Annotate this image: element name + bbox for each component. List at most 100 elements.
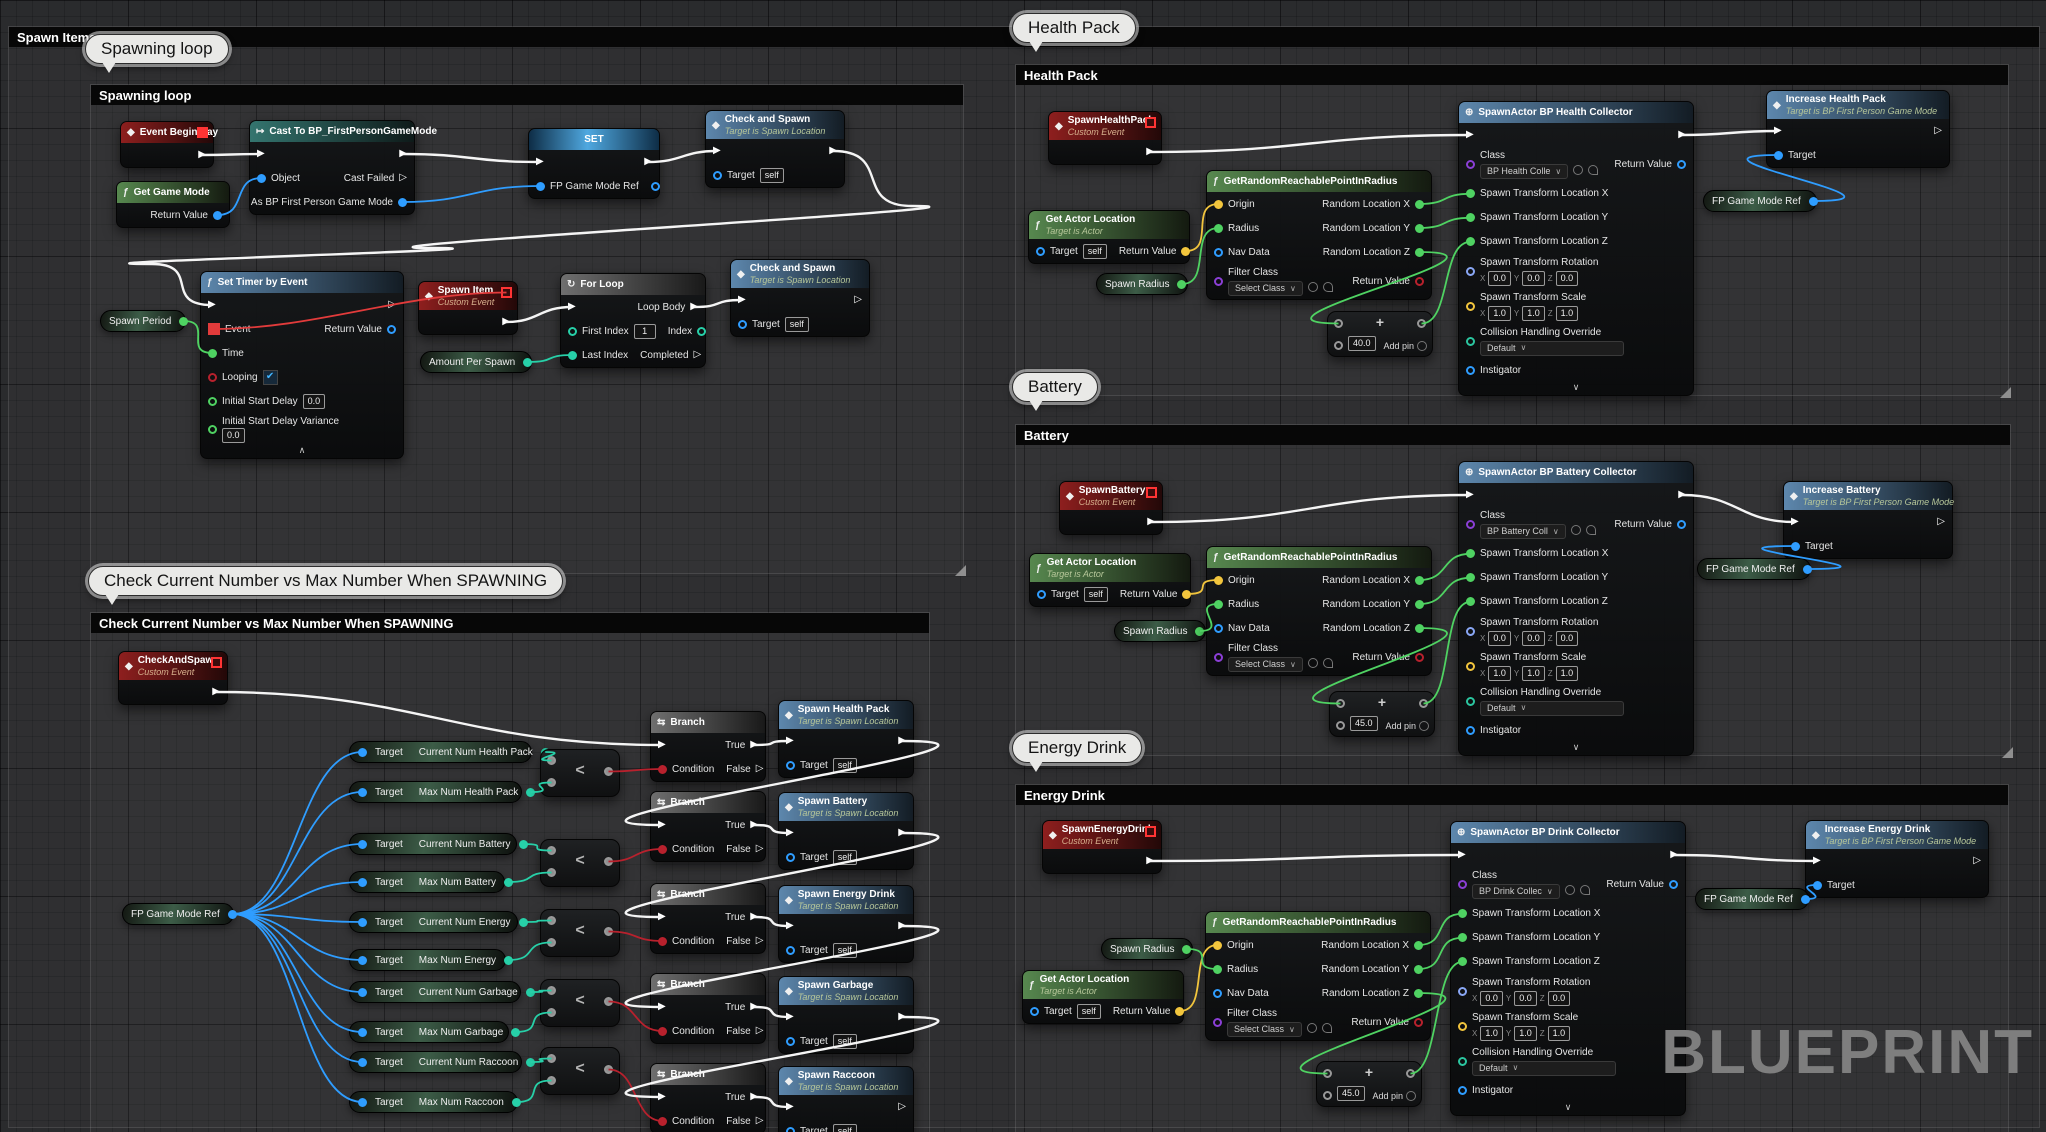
true-pin[interactable]: ▶ <box>750 1091 758 1102</box>
exec-pin[interactable]: ▷ <box>854 294 862 305</box>
add-node[interactable]: 40.0+Add pin <box>1327 311 1433 357</box>
spawn-radius-pin[interactable] <box>1182 944 1192 954</box>
exec-pin[interactable]: ▶ <box>658 819 666 830</box>
target-pin[interactable] <box>1030 1006 1039 1016</box>
variable-spawn-radius[interactable]: Spawn Radius <box>1096 273 1188 295</box>
target-pin[interactable] <box>358 1027 367 1037</box>
true-pin[interactable]: ▶ <box>750 1001 758 1012</box>
variable-spawn-radius[interactable]: Spawn Radius <box>1114 620 1206 642</box>
fp-game-mode-ref-pin[interactable] <box>227 909 237 919</box>
completed-pin[interactable]: ▷ <box>693 349 702 360</box>
use-selected-icon[interactable] <box>1570 525 1581 536</box>
target-pin[interactable] <box>1037 589 1046 599</box>
variable-fp-game-mode-ref[interactable]: FP Game Mode Ref <box>122 903 237 925</box>
class-pin[interactable] <box>1466 159 1475 169</box>
exec-pin[interactable]: ▶ <box>658 911 666 922</box>
random-location-z-pin[interactable] <box>1415 623 1424 633</box>
fp-game-mode-ref-pin[interactable] <box>536 181 545 191</box>
bubble-check-current-number-vs-max-number-when-spawning[interactable]: Check Current Number vs Max Number When … <box>88 566 564 605</box>
value-box[interactable]: 45.0 <box>1337 1086 1365 1101</box>
less-than-node[interactable]: < <box>540 979 620 1027</box>
delegate-output-pin[interactable] <box>211 657 222 668</box>
exec-pin[interactable]: ▷ <box>1937 516 1945 527</box>
exec-pin[interactable]: ▶ <box>198 149 206 160</box>
value-box[interactable]: 45.0 <box>1350 716 1378 731</box>
instigator-pin[interactable] <box>1458 1086 1467 1096</box>
max-num-energy-pin[interactable] <box>504 955 514 965</box>
exec-pin[interactable]: ▶ <box>786 1101 794 1112</box>
spawn-transform-location-z-pin[interactable] <box>1458 957 1467 967</box>
exec-pin[interactable]: ▷ <box>1934 125 1942 136</box>
add-pin-icon[interactable] <box>1417 341 1427 351</box>
origin-pin[interactable] <box>1214 199 1223 209</box>
use-selected-icon[interactable] <box>1573 165 1584 176</box>
target-pin[interactable] <box>358 955 367 965</box>
browse-icon[interactable] <box>1321 1023 1332 1034</box>
return-value-pin[interactable] <box>387 324 396 334</box>
target-pin[interactable] <box>358 917 367 927</box>
value-box[interactable]: 1.0 <box>1480 1025 1503 1041</box>
browse-icon[interactable] <box>1579 885 1590 896</box>
object-pin[interactable] <box>257 173 266 183</box>
exec-pin[interactable]: ▶ <box>257 148 265 159</box>
add-pin-icon[interactable] <box>1419 721 1429 731</box>
exec-pin[interactable]: ▶ <box>1791 516 1799 527</box>
exec-pin[interactable]: ▶ <box>658 1091 666 1102</box>
target-pin[interactable] <box>358 787 367 797</box>
current-num-energy-pin[interactable] <box>518 917 528 927</box>
class-select-dropdown[interactable]: Select Class∨ <box>1227 1022 1302 1037</box>
loop-body-pin[interactable]: ▶ <box>690 301 698 312</box>
class-select-dropdown[interactable]: Default∨ <box>1480 700 1624 716</box>
exec-pin[interactable]: ▶ <box>644 156 652 167</box>
target-pin[interactable] <box>1813 880 1822 890</box>
value-box[interactable]: 0.0 <box>1522 270 1545 286</box>
browse-icon[interactable] <box>1322 658 1333 669</box>
variable-fp-game-mode-ref[interactable]: FP Game Mode Ref <box>1697 558 1812 580</box>
value-box[interactable]: self <box>1083 586 1108 602</box>
condition-pin[interactable] <box>658 936 667 946</box>
value-box[interactable]: 40.0 <box>1348 336 1376 351</box>
false-pin[interactable]: ▷ <box>755 843 764 854</box>
value-box[interactable]: 1.0 <box>1547 1025 1571 1041</box>
value-box[interactable]: 0.0 <box>1514 990 1537 1006</box>
value-box[interactable]: 0.0 <box>1480 990 1503 1006</box>
variable-fp-game-mode-ref[interactable]: FP Game Mode Ref <box>1703 190 1818 212</box>
target-pin[interactable] <box>358 1097 367 1107</box>
false-pin[interactable]: ▷ <box>755 1115 764 1126</box>
add-node[interactable]: 45.0+Add pin <box>1316 1061 1422 1107</box>
value-box[interactable]: self <box>1076 1003 1101 1019</box>
fp-game-mode-ref-pin[interactable] <box>1800 894 1810 904</box>
value-box[interactable]: 0.0 <box>1555 630 1579 646</box>
exec-pin[interactable]: ▶ <box>568 301 576 312</box>
value-box[interactable]: 1 <box>633 323 656 339</box>
class-select-dropdown[interactable]: BP Drink Collec∨ <box>1472 884 1560 899</box>
target-pin[interactable] <box>358 839 367 849</box>
less-than-node[interactable]: < <box>540 749 620 797</box>
b-pin[interactable] <box>1336 721 1345 730</box>
variable-fp-game-mode-ref[interactable]: FP Game Mode Ref <box>1695 888 1810 910</box>
radius-pin[interactable] <box>1214 223 1223 233</box>
value-box[interactable]: 1.0 <box>1514 1025 1537 1041</box>
value-box[interactable]: self <box>1082 243 1107 259</box>
target-pin[interactable] <box>1036 246 1045 256</box>
looping-pin[interactable] <box>208 372 217 382</box>
cast-failed-pin[interactable]: ▷ <box>399 172 407 183</box>
origin-pin[interactable] <box>1214 575 1223 585</box>
origin-pin[interactable] <box>1213 940 1222 950</box>
return-value-pin[interactable] <box>1182 589 1192 599</box>
exec-pin[interactable]: ▶ <box>713 145 721 156</box>
value-box[interactable]: 1.0 <box>1522 665 1545 681</box>
